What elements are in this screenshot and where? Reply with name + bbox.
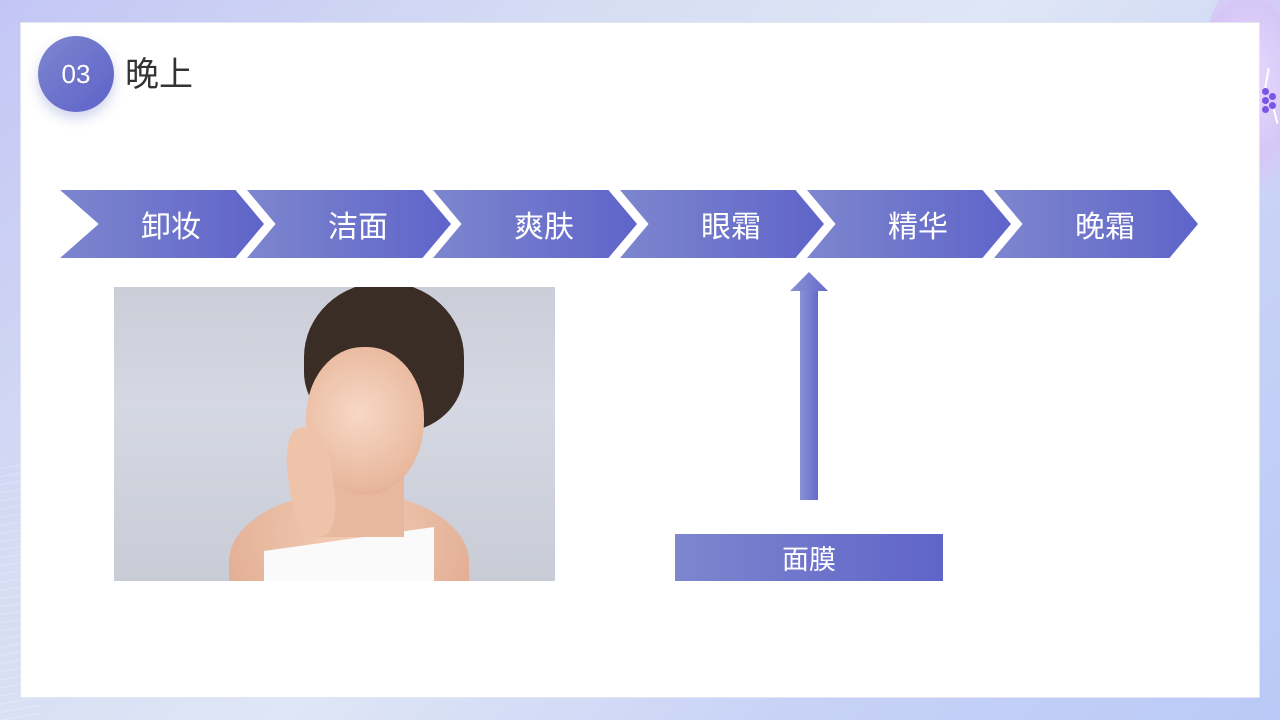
- branch-label: 面膜: [782, 545, 836, 576]
- step-chevron-cleansing: 洁面: [247, 190, 451, 258]
- step-chevron-toner: 爽肤: [433, 190, 637, 258]
- step-label: 晚霜: [1075, 210, 1135, 245]
- step-chevron-eye-cream: 眼霜: [620, 190, 824, 258]
- flower-dot-decoration: [1262, 88, 1269, 95]
- step-label: 洁面: [328, 210, 388, 245]
- woman-skincare-photo: [114, 287, 555, 581]
- step-chevron-night-cream: 晚霜: [994, 190, 1198, 258]
- face-mask-step-box: 面膜: [675, 534, 943, 581]
- flower-dot-decoration: [1262, 97, 1269, 104]
- step-chevron-makeup-removal: 卸妆: [60, 190, 264, 258]
- flower-dot-decoration: [1262, 106, 1269, 113]
- step-label: 眼霜: [701, 210, 761, 245]
- section-number: 03: [61, 58, 91, 89]
- step-label: 卸妆: [141, 210, 201, 245]
- step-chevron-serum: 精华: [807, 190, 1011, 258]
- flower-dot-decoration: [1269, 93, 1276, 100]
- arrow-up-icon: [790, 272, 828, 500]
- section-title: 晚上: [125, 55, 193, 95]
- step-label: 精华: [888, 210, 948, 245]
- flower-dot-decoration: [1269, 102, 1276, 109]
- section-number-badge: 03: [38, 36, 114, 112]
- step-label: 爽肤: [514, 210, 574, 245]
